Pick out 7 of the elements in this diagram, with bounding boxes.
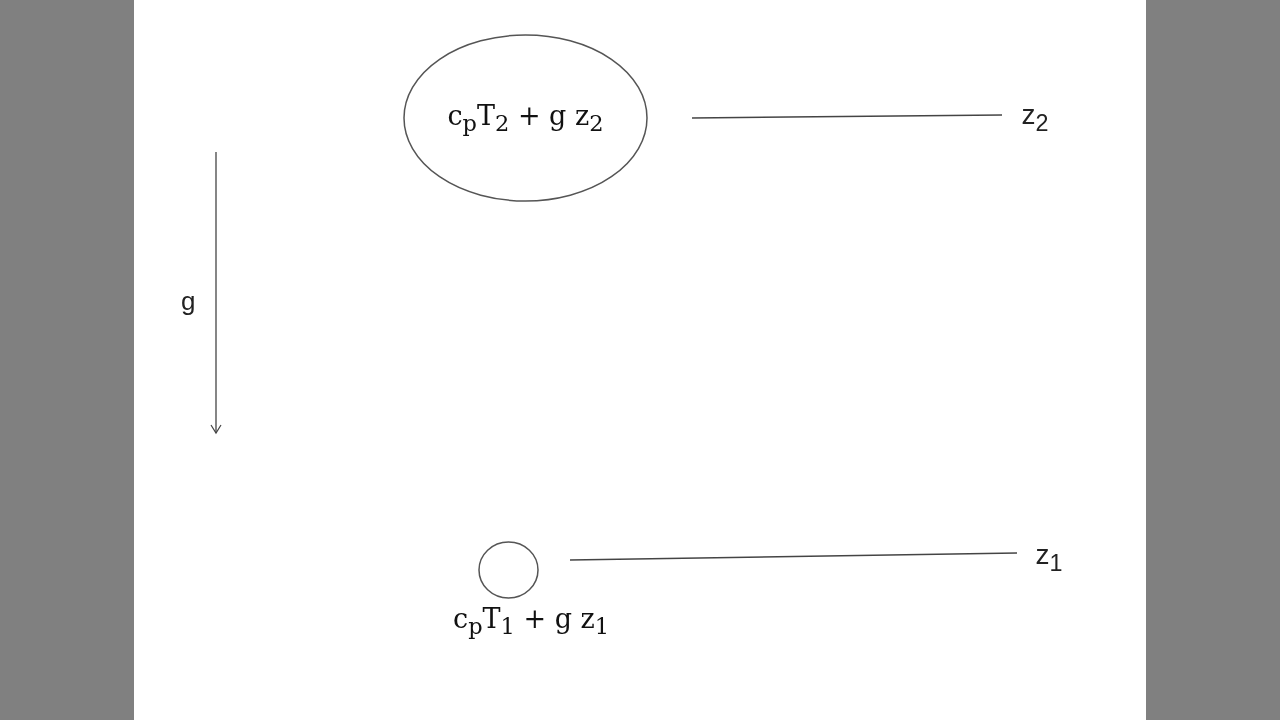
- formula-text: c$_{p}$T$_{2}$ + g z$_{2}$: [447, 99, 604, 137]
- height-label: z$_{1}$: [1035, 539, 1063, 577]
- level-line: [691, 114, 1003, 119]
- formula-text: c$_{p}$T$_{1}$ + g z$_{1}$: [453, 603, 610, 640]
- level-line: [569, 552, 1018, 561]
- gravity-label: g: [181, 286, 196, 317]
- height-label: z$_{2}$: [1021, 99, 1049, 137]
